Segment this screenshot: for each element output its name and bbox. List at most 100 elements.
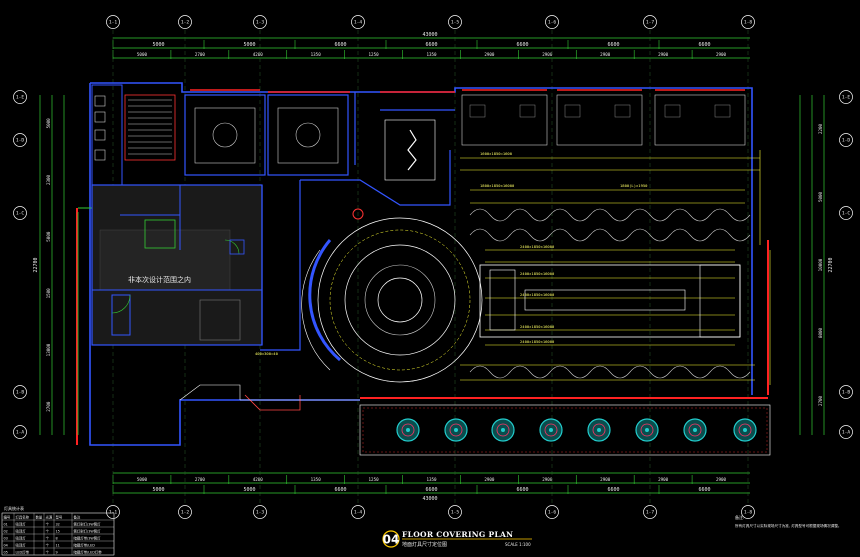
dimension-label: 6600 xyxy=(607,487,619,493)
lighting-annotation: 2400×1850×16000 xyxy=(520,324,555,329)
sheet-number: 04 xyxy=(383,533,400,547)
axis-bubble xyxy=(741,15,755,29)
dimension-label: 2900 xyxy=(600,477,611,482)
dimension-label: 2900 xyxy=(716,477,727,482)
axis-bubble xyxy=(351,505,365,519)
legend-cell: 筒灯射灯/3W筒灯 xyxy=(74,522,102,527)
row-axis-label: 1-E xyxy=(842,95,851,101)
axis-label: 1-7 xyxy=(646,20,655,26)
dimension-label: 2900 xyxy=(600,52,611,57)
axis-bubble xyxy=(448,505,462,519)
axis-label: 1-8 xyxy=(744,510,753,516)
legend-cell: 01 xyxy=(4,523,8,527)
dimension-label: 2700 xyxy=(195,52,206,57)
dimension-label: 6600 xyxy=(425,42,437,48)
terrace-light-ring xyxy=(738,423,752,437)
dimension-label: 5000 xyxy=(152,42,164,48)
lighting-annotation: 2400×1850×16000 xyxy=(520,339,555,344)
legend-header: 编号 xyxy=(4,515,11,520)
lighting-annotation: 1800×1850×16000 xyxy=(480,183,515,188)
row-axis-label: 1-A xyxy=(842,430,851,436)
row-axis-label: 1-C xyxy=(842,211,851,217)
drawing-title: FLOOR COVERING PLAN xyxy=(402,530,513,539)
axis-bubble xyxy=(545,505,559,519)
row-axis-bubble xyxy=(839,425,853,439)
row-axis-bubble xyxy=(839,133,853,147)
legend-grid xyxy=(1,512,115,556)
drawing-subtitle: 地面灯具尺寸定位图 xyxy=(402,541,447,548)
circular-lounge xyxy=(301,208,483,383)
row-axis-bubble xyxy=(839,385,853,399)
top-dimension-lines xyxy=(113,37,750,59)
legend-cell: 暗藏灯带/LED灯带 xyxy=(74,550,103,555)
terrace-lights xyxy=(396,418,757,442)
dimension-label: 1350 xyxy=(311,477,322,482)
legend-cell: 8 xyxy=(56,537,58,541)
row-axis-bubble xyxy=(13,206,27,220)
axis-label: 1-6 xyxy=(548,20,557,26)
terrace-light-center xyxy=(549,428,553,432)
toilet-block xyxy=(91,84,176,186)
dimension-label: 2900 xyxy=(484,477,495,482)
terrace-light-ring xyxy=(544,423,558,437)
row-axis-bubble xyxy=(839,206,853,220)
terrace-light-center xyxy=(501,428,505,432)
row-axis-label: 1-D xyxy=(842,138,851,144)
dimension-label: 5000 xyxy=(137,477,148,482)
axis-bubble xyxy=(643,505,657,519)
legend-cell: 个 xyxy=(46,543,50,548)
axis-bubble xyxy=(351,15,365,29)
terrace-light-center xyxy=(743,428,747,432)
terrace-light-ring xyxy=(688,423,702,437)
dimension-label: 6600 xyxy=(698,42,710,48)
legend-cell: 个 xyxy=(46,522,50,527)
legend-cell: 吸顶灯 xyxy=(16,543,27,548)
overall-width-bottom: 43000 xyxy=(422,496,437,502)
row-axis-bubble xyxy=(839,90,853,104)
terrace-light-center xyxy=(645,428,649,432)
overall-height-right: 22700 xyxy=(828,257,834,272)
dimension-label: 2900 xyxy=(484,52,495,57)
row-axis-label: 1-B xyxy=(16,390,25,396)
dimension-label: 1350 xyxy=(426,477,437,482)
legend-cell: 暗藏灯带/LED xyxy=(74,543,96,548)
axis-label: 1-5 xyxy=(451,20,460,26)
dimension-label: 6600 xyxy=(698,487,710,493)
legend-cell: 暗藏灯带/3W筒灯 xyxy=(74,536,102,541)
terrace-light-ring xyxy=(496,423,510,437)
dimension-label: 6600 xyxy=(334,42,346,48)
row-axis-bubble xyxy=(13,133,27,147)
dimension-label: 2900 xyxy=(658,477,669,482)
axis-label: 1-6 xyxy=(548,510,557,516)
dimension-label: 2900 xyxy=(542,477,553,482)
legend-cell: 04 xyxy=(4,544,8,548)
overall-height-left: 22700 xyxy=(33,257,39,272)
row-axis-label: 1-A xyxy=(16,430,25,436)
axis-bubble xyxy=(448,15,462,29)
dimension-label: 5000 xyxy=(243,487,255,493)
axis-label: 1-1 xyxy=(109,510,118,516)
axis-bubble xyxy=(545,15,559,29)
axis-bubble xyxy=(106,505,120,519)
legend-header: 灯具名称 xyxy=(16,515,30,520)
dimension-label: 4200 xyxy=(253,477,264,482)
central-bar xyxy=(479,264,741,338)
dimension-label: 6600 xyxy=(516,42,528,48)
lighting-annotation: 1600×1850=1600 xyxy=(480,151,513,156)
axis-bubble xyxy=(178,15,192,29)
dimension-label: 6600 xyxy=(425,487,437,493)
dimension-label: 4200 xyxy=(253,52,264,57)
left-dimension-lines xyxy=(39,95,65,435)
axis-label: 1-2 xyxy=(181,510,190,516)
axis-label: 1-8 xyxy=(744,20,753,26)
axis-label: 1-7 xyxy=(646,510,655,516)
legend-cell: LED灯带 xyxy=(16,550,30,555)
dimension-label: 5000 xyxy=(137,52,148,57)
terrace-light-center xyxy=(597,428,601,432)
legend-cell: 9 xyxy=(56,551,58,555)
